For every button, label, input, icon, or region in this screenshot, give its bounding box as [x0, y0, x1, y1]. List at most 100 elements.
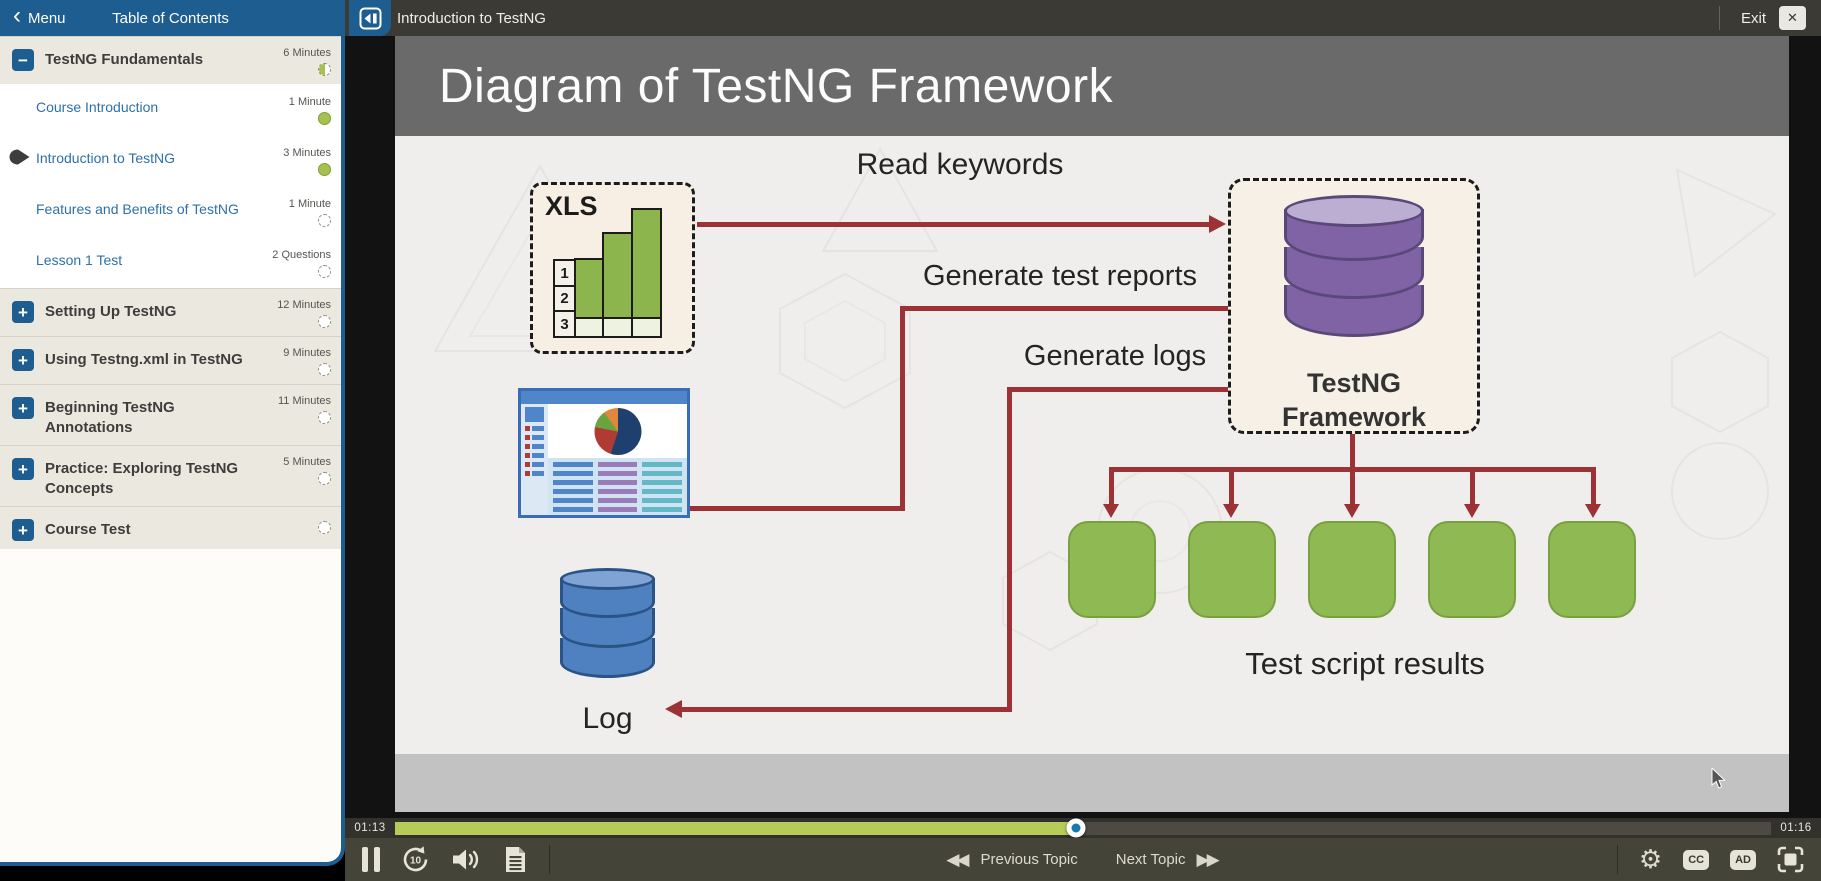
framework-label: TestNG Framework: [1281, 368, 1427, 432]
duration-label: 11 Minutes: [278, 395, 331, 407]
settings-gear-icon[interactable]: ⚙: [1638, 844, 1663, 875]
slide-frame: Diagram of TestNG Framework: [395, 36, 1789, 812]
fullscreen-button[interactable]: [1777, 846, 1804, 873]
generate-logs-arrow: [679, 707, 1009, 712]
generate-logs-label: Generate logs: [1023, 340, 1207, 372]
results-fan-arrow: [1470, 467, 1475, 505]
toc-section-course-test[interactable]: + Course Test: [0, 506, 341, 549]
toc-section-testng-fundamentals[interactable]: − TestNG Fundamentals 6 Minutes: [0, 36, 341, 84]
pause-button[interactable]: [362, 847, 380, 872]
expand-section-icon[interactable]: +: [12, 458, 34, 480]
results-fan-arrow: [1109, 467, 1114, 505]
rewind-10-button[interactable]: 10: [401, 845, 430, 874]
previous-topic-label: Previous Topic: [980, 851, 1078, 868]
item-meta: 3 Minutes: [257, 147, 331, 176]
right-controls: ⚙ CC AD: [1616, 844, 1821, 875]
section-meta: 11 Minutes: [257, 395, 331, 424]
current-topic-title: Introduction to TestNG: [397, 9, 546, 27]
toc-item-link[interactable]: Introduction to TestNG: [36, 150, 176, 166]
previous-topic-button[interactable]: ◀◀ Previous Topic: [946, 850, 1077, 870]
section-label: Using Testng.xml in TestNG: [45, 351, 243, 368]
generate-reports-arrow: [900, 306, 905, 508]
toc-item-course-introduction[interactable]: Course Introduction 1 Minute: [0, 84, 341, 135]
duration-label: 12 Minutes: [277, 299, 331, 311]
toc-section-using-testng-xml[interactable]: + Using Testng.xml in TestNG 9 Minutes: [0, 336, 341, 384]
toc-item-link[interactable]: Course Introduction: [36, 99, 159, 115]
player-top-bar: Introduction to TestNG Exit ✕: [345, 0, 1821, 36]
arrowhead-down-icon: [1223, 504, 1239, 518]
status-not-started-icon: [318, 265, 331, 278]
duration-label: 1 Minute: [288, 96, 331, 108]
duration-label: 1 Minute: [288, 198, 331, 210]
expand-section-icon[interactable]: +: [12, 397, 34, 419]
toc-item-features-and-benefits[interactable]: Features and Benefits of TestNG 1 Minute: [0, 186, 341, 237]
section-label: Beginning TestNG Annotations: [45, 399, 175, 436]
results-fan-arrow: [1350, 434, 1355, 472]
table-of-contents-panel: ‹ Menu Table of Contents − TestNG Fundam…: [0, 0, 345, 866]
status-not-started-icon: [318, 411, 331, 424]
duration-label: 3 Minutes: [283, 147, 331, 159]
slide-title: Diagram of TestNG Framework: [395, 36, 1789, 136]
toc-section-beginning-annotations[interactable]: + Beginning TestNG Annotations 11 Minute…: [0, 384, 341, 445]
item-meta: 2 Questions: [257, 249, 331, 278]
section-meta: 12 Minutes: [257, 299, 331, 328]
xls-source-box: XLS 1 2 3: [530, 182, 695, 354]
testng-framework-box: TestNG Framework: [1228, 178, 1480, 434]
topic-navigation: ◀◀ Previous Topic Next Topic ▶▶: [946, 850, 1219, 870]
collapse-sidebar-button[interactable]: [349, 0, 391, 36]
playhead-handle[interactable]: [1066, 818, 1086, 838]
double-chevron-right-icon: ▶▶: [1196, 849, 1220, 869]
expand-section-icon[interactable]: +: [12, 519, 34, 541]
status-not-started-icon: [318, 363, 331, 376]
test-result-box: [1548, 521, 1636, 618]
expand-section-icon[interactable]: +: [12, 301, 34, 323]
log-label: Log: [582, 702, 633, 735]
decorative-pattern: [821, 146, 939, 252]
toc-item-link[interactable]: Lesson 1 Test: [36, 252, 123, 268]
mouse-cursor-icon: [1711, 768, 1726, 789]
section-meta: 9 Minutes: [257, 347, 331, 376]
toc-item-lesson-1-test[interactable]: Lesson 1 Test 2 Questions: [0, 237, 341, 288]
next-topic-label: Next Topic: [1115, 851, 1186, 868]
volume-button[interactable]: [451, 847, 482, 872]
now-playing-pointer-icon: [9, 149, 30, 170]
status-not-started-icon: [318, 521, 331, 534]
divider: [549, 845, 550, 874]
test-result-box: [1188, 521, 1276, 618]
test-result-box: [1068, 521, 1156, 618]
closed-captions-button[interactable]: CC: [1683, 849, 1710, 870]
section-meta: 6 Minutes: [257, 47, 331, 76]
sidebar-header: ‹ Menu Table of Contents: [0, 0, 341, 36]
seek-track[interactable]: [395, 818, 1771, 838]
collapse-section-icon[interactable]: −: [12, 49, 34, 71]
volume-icon: [453, 849, 479, 870]
transcript-button[interactable]: [503, 846, 528, 873]
audio-description-button[interactable]: AD: [1730, 849, 1756, 870]
generate-reports-arrow: [900, 306, 1228, 311]
arrowhead-down-icon: [1103, 504, 1119, 518]
divider: [1718, 6, 1720, 30]
toc-section-practice-exploring-concepts[interactable]: + Practice: Exploring TestNG Concepts 5 …: [0, 445, 341, 506]
menu-back-button[interactable]: ‹ Menu: [0, 4, 66, 28]
video-surface[interactable]: Diagram of TestNG Framework: [345, 36, 1821, 818]
read-keywords-label: Read keywords: [856, 148, 1064, 181]
section-label: Practice: Exploring TestNG Concepts: [45, 460, 239, 497]
xls-bar-chart: 1 2 3: [553, 207, 662, 338]
toc-item-link[interactable]: Features and Benefits of TestNG: [36, 201, 239, 217]
next-topic-button[interactable]: Next Topic ▶▶: [1116, 850, 1220, 870]
expand-section-icon[interactable]: +: [12, 349, 34, 371]
transcript-document-icon: [506, 847, 525, 872]
test-script-results-label: Test script results: [1245, 646, 1485, 681]
section-meta: 5 Minutes: [257, 456, 331, 485]
double-chevron-left-icon: ◀◀: [946, 849, 969, 869]
toc-item-introduction-to-testng[interactable]: Introduction to TestNG 3 Minutes: [0, 135, 341, 186]
generate-reports-label: Generate test reports: [922, 260, 1198, 292]
back-chevron-icon: ‹: [13, 2, 21, 30]
status-completed-icon: [318, 112, 331, 125]
toc-section-setting-up-testng[interactable]: + Setting Up TestNG 12 Minutes: [0, 288, 341, 336]
rewind-10-icon: [403, 846, 428, 872]
exit-label[interactable]: Exit: [1740, 9, 1766, 27]
exit-close-button[interactable]: ✕: [1779, 6, 1806, 30]
results-fan-arrow: [1229, 467, 1234, 505]
